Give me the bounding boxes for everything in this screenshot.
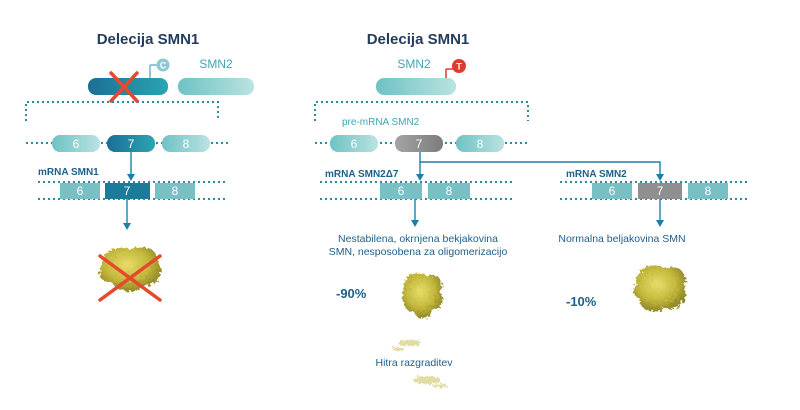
branch-a-percent: -90%: [336, 286, 367, 301]
exon-6-right-label: 6: [351, 137, 358, 151]
smn2-gene-left: [178, 78, 254, 95]
exon-7-right: [395, 135, 443, 152]
protein-smn1-absent: [98, 246, 162, 302]
deletion-x-icon: [109, 71, 139, 103]
mrna-b-exon-6-label: 6: [609, 184, 616, 198]
exon-8-left-label: 8: [183, 137, 190, 151]
degrade-label: Hitra razgraditev: [375, 357, 453, 369]
mrna-a-exon-6-label: 6: [398, 184, 405, 198]
premrna-label: pre-mRNA SMN2: [342, 117, 420, 128]
mrna-b-exon-7: [638, 183, 682, 199]
exon-7-left-label: 7: [128, 137, 135, 151]
mrna-exon-7-left-label: 7: [124, 184, 131, 198]
mrna-exon-7-left: [105, 183, 150, 199]
mrna-a-exon-8: [428, 183, 470, 199]
branch-a-desc-line2: SMN, nesposobena za oligomerizacijo: [329, 246, 508, 258]
branch-b-percent: -10%: [566, 294, 597, 309]
c-marker-label: C: [160, 61, 167, 71]
exon-7-right-label: 7: [416, 137, 423, 151]
exon-8-right: [456, 135, 504, 152]
exon-8-left: [162, 135, 210, 152]
arrow-left-2-head: [123, 223, 131, 230]
arrow-branch-b-2-head: [656, 220, 664, 227]
mrna-exon-8-left-label: 8: [172, 184, 179, 198]
mrna-smn2d7-label: mRNA SMN2Δ7: [325, 169, 399, 180]
mrna-a-exon-6: [380, 183, 422, 199]
mrna-b-exon-6: [592, 183, 632, 199]
mrna-a-exon-8-label: 8: [446, 184, 453, 198]
gene-bracket-left: [25, 101, 219, 121]
right-panel: Delecija SMN1 SMN2 T pre-mRNA SMN2 6 7 8…: [314, 31, 750, 388]
mrna-b-exon-8: [688, 183, 728, 199]
right-title: Delecija SMN1: [367, 31, 470, 48]
smn1-gene: [88, 78, 168, 95]
exon-6-left-label: 6: [73, 137, 80, 151]
exon-6-left: [52, 135, 100, 152]
protein-normal: [633, 265, 686, 312]
mrna-exon-6-left-label: 6: [77, 184, 84, 198]
t-marker-label: T: [456, 62, 462, 72]
left-panel: Delecija SMN1 C SMN2 6 7 8 mRNA SMN1: [25, 31, 254, 302]
smn2-gene-left-label: SMN2: [199, 57, 233, 71]
arrow-branch-a-head: [416, 174, 424, 181]
branch-a-desc-line1: Nestabilena, okrnjena bekjakovina: [338, 233, 498, 245]
protein-truncated: [402, 273, 443, 319]
smn2-gene-right: [376, 78, 456, 95]
mrna-exon-6-left: [60, 183, 100, 199]
gene-bracket-right: [314, 101, 529, 121]
arrow-branch-b-head: [656, 174, 664, 181]
left-title: Delecija SMN1: [97, 31, 200, 48]
mrna-exon-8-left: [155, 183, 195, 199]
mrna-b-exon-7-label: 7: [657, 184, 664, 198]
smn2-gene-right-label: SMN2: [397, 57, 431, 71]
branch-arrow-line: [419, 152, 661, 176]
mrna-smn1-label: mRNA SMN1: [38, 167, 99, 178]
branch-b-desc: Normalna beljakovina SMN: [558, 233, 685, 245]
t-marker-icon: T: [445, 59, 466, 78]
c-marker-icon: C: [149, 58, 170, 78]
exon-7-left: [107, 135, 155, 152]
exon-8-right-label: 8: [477, 137, 484, 151]
mrna-b-exon-8-label: 8: [705, 184, 712, 198]
arrow-left-1-head: [127, 174, 135, 181]
degraded-fragments: [392, 340, 447, 388]
exon-6-right: [330, 135, 378, 152]
mrna-smn2-label: mRNA SMN2: [566, 169, 627, 180]
arrow-branch-a-2-head: [411, 220, 419, 227]
